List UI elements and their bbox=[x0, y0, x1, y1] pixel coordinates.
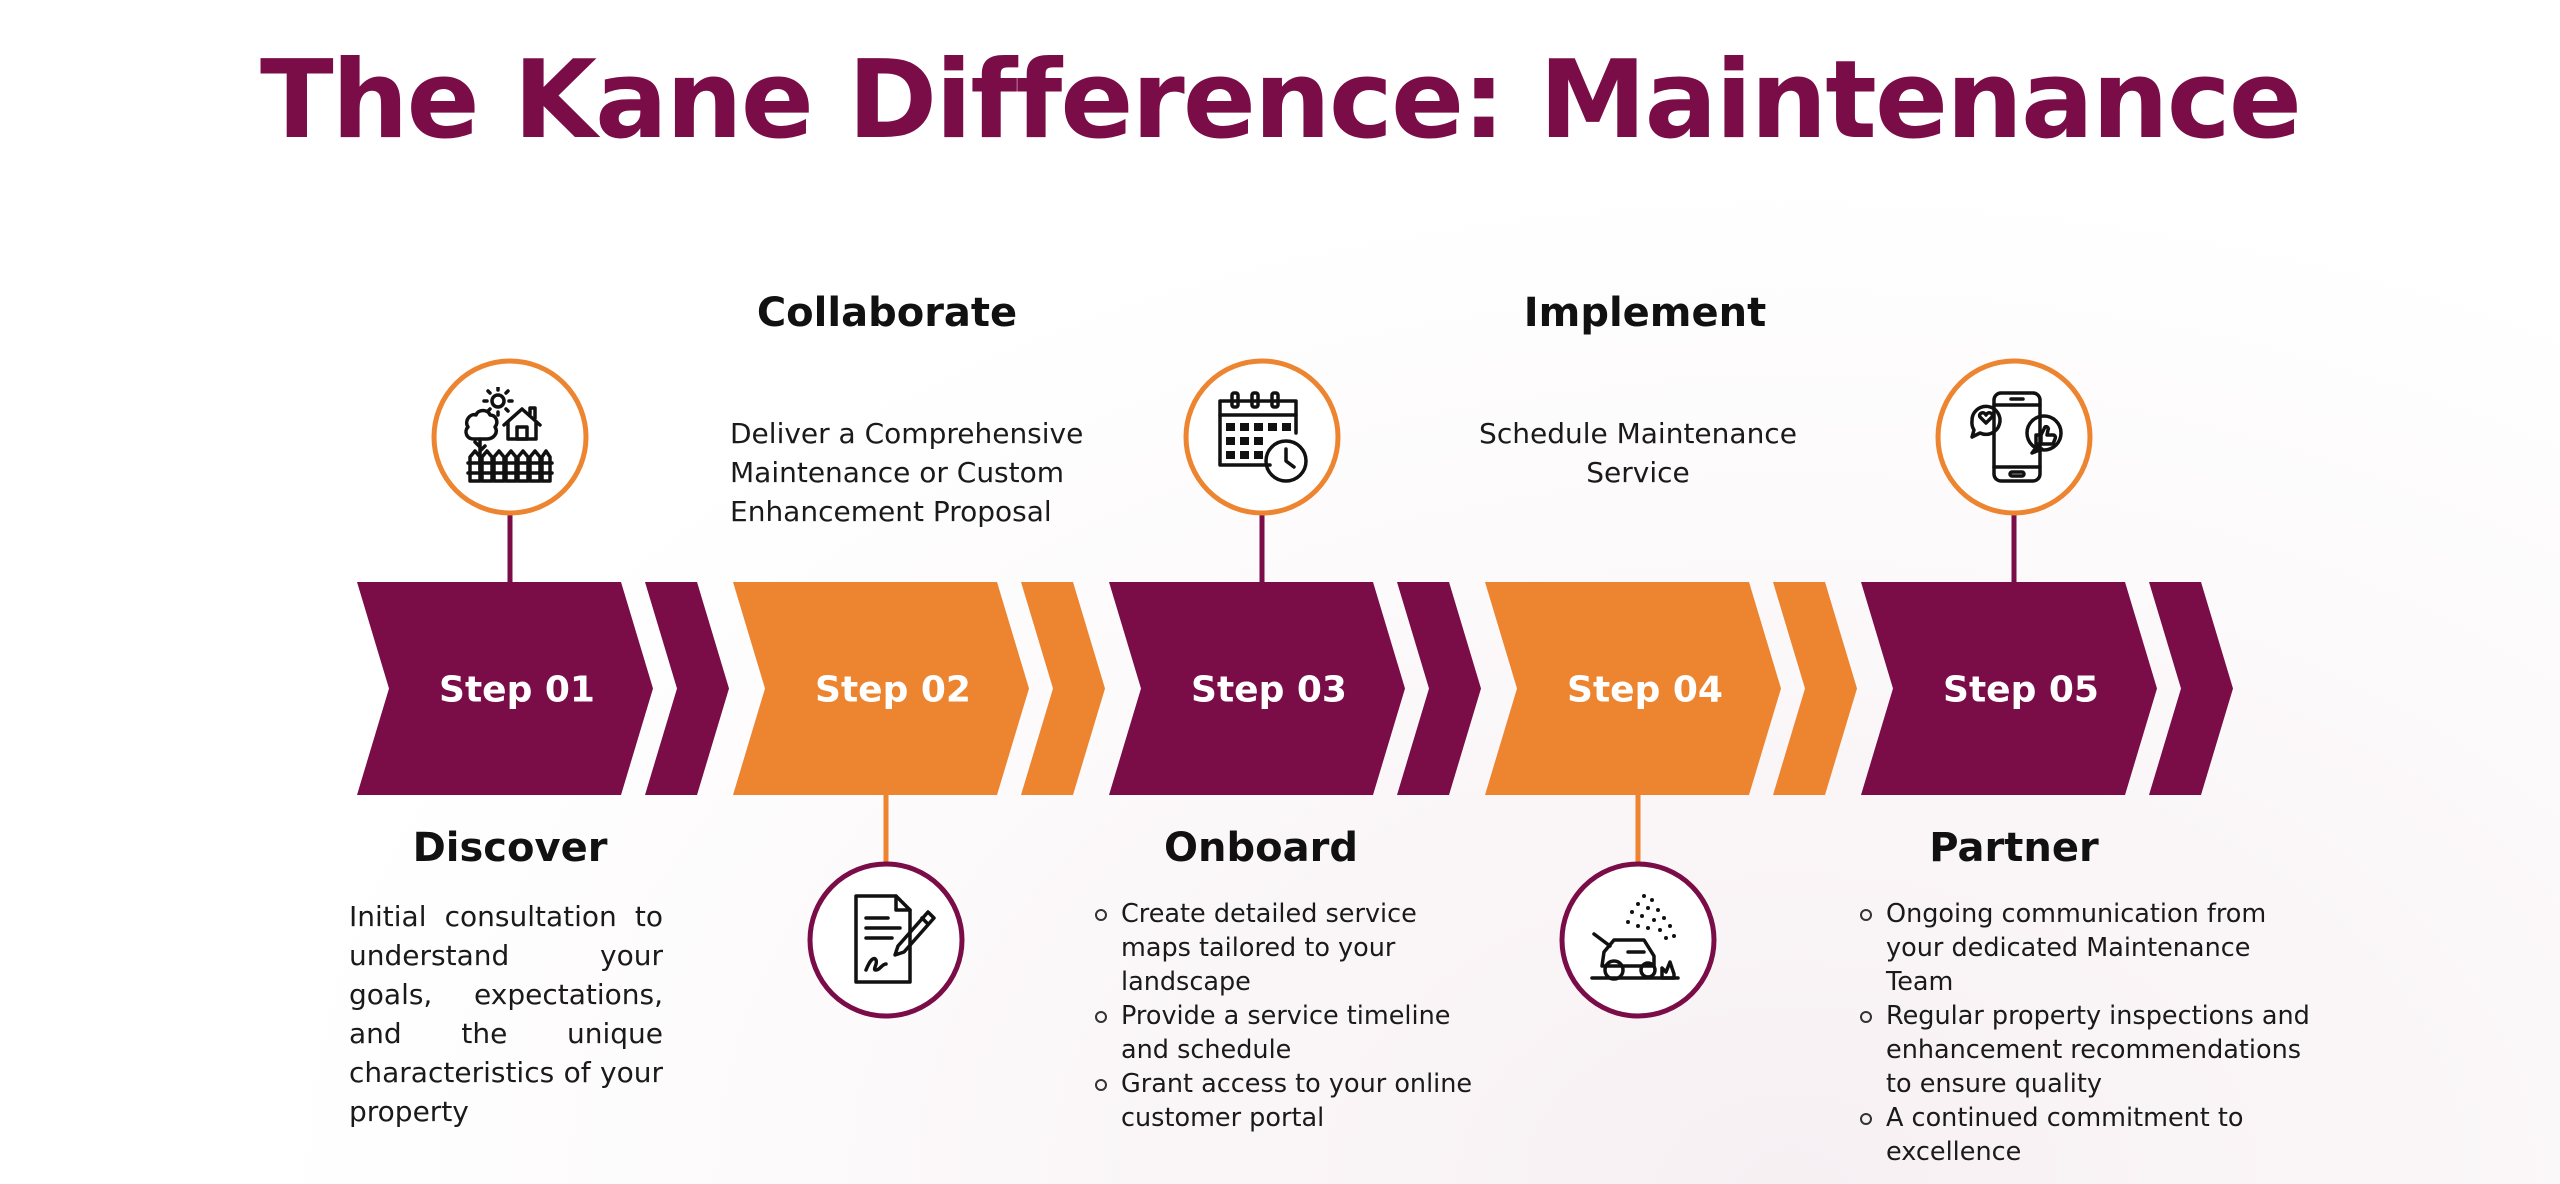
step-01-heading: Discover bbox=[412, 825, 608, 871]
list-item: Provide a service timeline and schedule bbox=[1093, 999, 1493, 1067]
house-tree-fence-icon bbox=[431, 358, 589, 516]
phone-chat-icon bbox=[1935, 358, 2093, 516]
step-05-chevron-accent bbox=[2149, 582, 2233, 795]
step-03-heading: Onboard bbox=[1164, 825, 1358, 871]
step-02-heading: Collaborate bbox=[756, 290, 1018, 336]
step-03-label: Step 03 bbox=[1191, 670, 1347, 711]
step-01-chevron-accent bbox=[645, 582, 729, 795]
step-03-bullet-list: Create detailed service maps tailored to… bbox=[1093, 897, 1493, 1135]
step-04-heading: Implement bbox=[1523, 290, 1767, 336]
lawn-mower-icon bbox=[1559, 861, 1717, 1019]
page-title: The Kane Difference: Maintenance bbox=[259, 38, 2302, 163]
step-05-bullet-list: Ongoing communication from your dedicate… bbox=[1858, 897, 2318, 1169]
step-05-heading: Partner bbox=[1929, 825, 2099, 871]
step-04-chevron-accent bbox=[1773, 582, 1857, 795]
step-05-label: Step 05 bbox=[1943, 670, 2099, 711]
step-03-chevron-accent bbox=[1397, 582, 1481, 795]
calendar-clock-icon bbox=[1183, 358, 1341, 516]
step-02-description: Deliver a Comprehensive Maintenance or C… bbox=[730, 417, 1084, 528]
step-01-chevron bbox=[357, 582, 653, 795]
step-04-label: Step 04 bbox=[1567, 670, 1723, 711]
list-item: Grant access to your online customer por… bbox=[1093, 1067, 1493, 1135]
step-02-chevron-accent bbox=[1021, 582, 1105, 795]
list-item: Ongoing communication from your dedicate… bbox=[1858, 897, 2318, 999]
contract-signature-icon bbox=[807, 861, 965, 1019]
step-02-chevron bbox=[733, 582, 1029, 795]
list-item: Create detailed service maps tailored to… bbox=[1093, 897, 1493, 999]
step-01-label: Step 01 bbox=[439, 670, 595, 711]
step-04-description: Schedule Maintenance Service bbox=[1479, 417, 1797, 489]
list-item: A continued commitment to excellence bbox=[1858, 1101, 2318, 1169]
step-02-label: Step 02 bbox=[815, 670, 971, 711]
step-03-chevron bbox=[1109, 582, 1405, 795]
step-01-description: Initial consultation to understand your … bbox=[349, 900, 663, 1128]
step-05-chevron bbox=[1861, 582, 2157, 795]
list-item: Regular property inspections and enhance… bbox=[1858, 999, 2318, 1101]
step-04-chevron bbox=[1485, 582, 1781, 795]
